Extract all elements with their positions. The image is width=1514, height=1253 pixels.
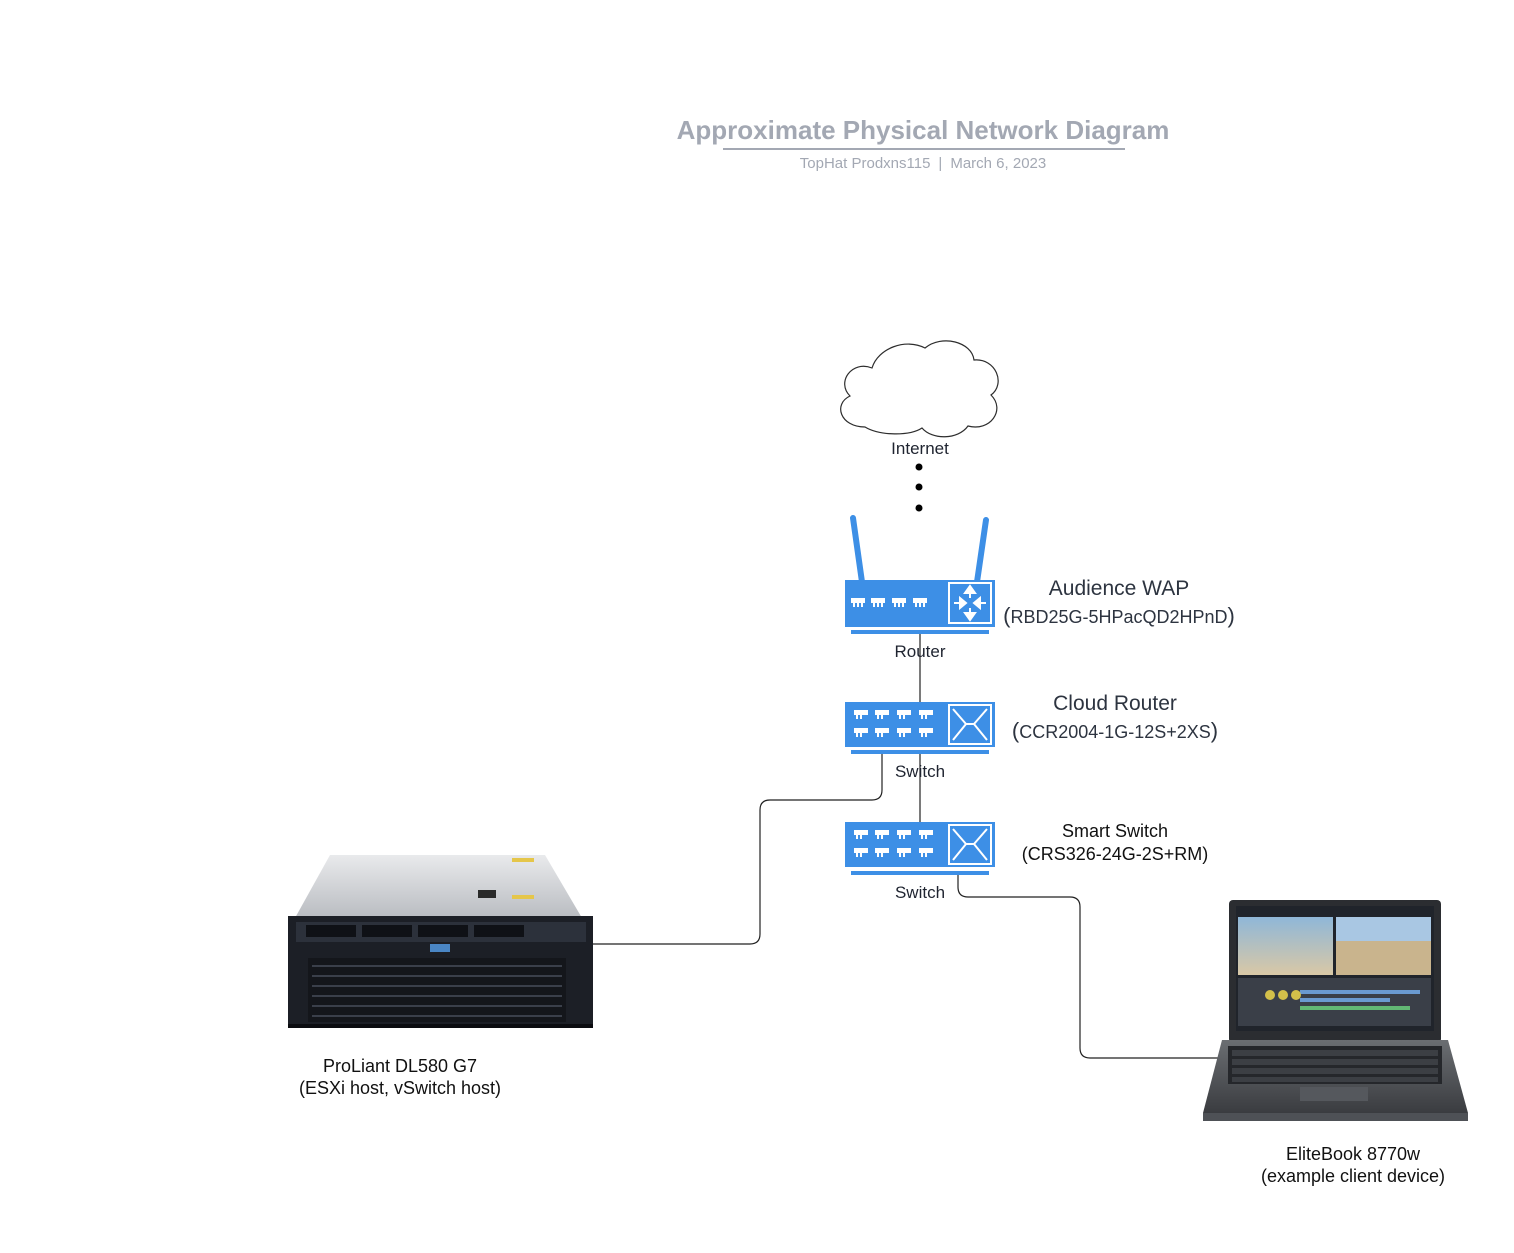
subtitle-separator: |	[938, 155, 943, 172]
server-role: (ESXi host, vSwitch host)	[298, 1078, 502, 1098]
link-smartswitch-laptop	[957, 875, 1226, 1059]
page-subtitle: TopHat Prodxns115 | March 6, 2023	[800, 155, 1046, 172]
page-title: Approximate Physical Network Diagram	[676, 115, 1170, 145]
connections	[592, 634, 1226, 1059]
router-icon[interactable]	[845, 515, 995, 634]
cloud-icon[interactable]	[840, 340, 999, 438]
cloud-router-name: Cloud Router	[1053, 692, 1177, 715]
subtitle-date: March 6, 2023	[950, 155, 1047, 172]
smart-switch-type-label: Switch	[894, 883, 946, 902]
laptop-icon[interactable]	[1203, 900, 1468, 1121]
router-name: Audience WAP	[1048, 577, 1190, 600]
smart-switch-name: Smart Switch	[1061, 821, 1169, 841]
internet-ellipsis	[915, 463, 923, 512]
smart-switch-model: (CRS326-24G-2S+RM)	[1021, 844, 1209, 864]
router-model: (RBD25G-5HPacQD2HPnD)	[1003, 603, 1235, 628]
laptop-name: EliteBook 8770w	[1285, 1144, 1421, 1164]
switch-icon[interactable]	[845, 702, 995, 754]
subtitle-author: TopHat Prodxns115	[799, 155, 931, 172]
rack-server-icon[interactable]	[288, 855, 593, 1028]
cloud-router-model: (CCR2004-1G-12S+2XS)	[1011, 718, 1219, 743]
router-type-label: Router	[894, 642, 946, 661]
router-model-text: RBD25G-5HPacQD2HPnD	[1010, 607, 1228, 627]
server-name: ProLiant DL580 G7	[322, 1056, 478, 1076]
link-cloudrouter-server	[592, 754, 883, 945]
cloud-router-model-text: CCR2004-1G-12S+2XS	[1019, 722, 1211, 742]
laptop-role: (example client device)	[1260, 1166, 1446, 1186]
cloud-router-type-label: Switch	[894, 762, 946, 781]
smart-switch-icon[interactable]	[845, 822, 995, 875]
internet-label: Internet	[891, 439, 949, 458]
